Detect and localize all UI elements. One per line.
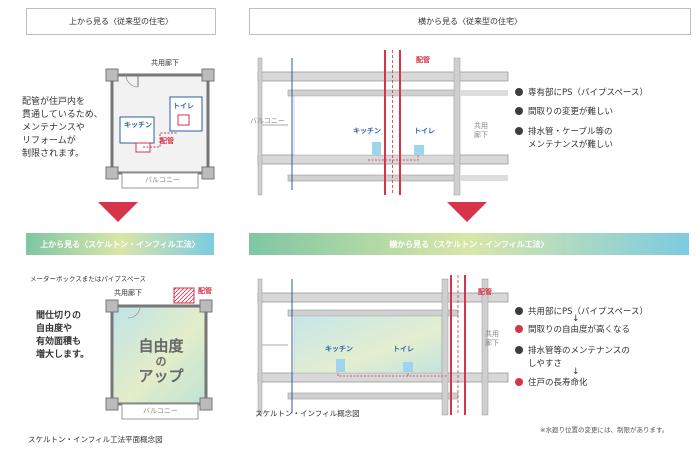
bullet-dot-icon xyxy=(515,307,523,315)
left-down-arrow-icon xyxy=(98,202,138,222)
bottom-left-band: 上から見る〈スケルトン・インフィル工法〉 xyxy=(26,233,214,255)
top-left-header: 上から見る〈従来型の住宅〉 xyxy=(26,8,216,35)
bullet-dot-icon xyxy=(515,346,523,354)
bottom-plan-diagram xyxy=(105,287,213,420)
bullet-dot-icon xyxy=(515,88,523,96)
bottom-plan-balcony-label: バルコニー xyxy=(143,407,178,415)
footnote: ※水廻り位置の変更には、制限があります。 xyxy=(540,426,669,434)
top-section-kitchen-label: キッチン xyxy=(353,127,381,135)
bottom-plan-meter-box-label: メーターボックスまたはパイプスペース xyxy=(30,275,147,283)
top-section-balcony-label: バルコニー xyxy=(250,117,285,125)
top-section-corridor-label: 共用 廊下 xyxy=(474,122,488,139)
top-plan-pipe-label: 配管 xyxy=(160,137,174,145)
bottom-section-caption: スケルトン・インフィル概念図 xyxy=(255,409,360,418)
bottom-plan-corridor-label: 共用廊下 xyxy=(114,289,142,297)
bottom-bullet-item: 排水管等のメンテナンスの xyxy=(515,345,630,358)
bottom-arrow-down-icon: ↓ xyxy=(572,314,580,324)
top-bullet-item: メンテナンスが難しい xyxy=(528,140,613,150)
top-plan-toilet-label: トイレ xyxy=(173,102,194,110)
bullet-dot-icon xyxy=(515,107,523,115)
bottom-right-band: 横から見る〈スケルトン・インフィル工法〉 xyxy=(249,233,689,255)
top-right-header: 横から見る〈従来型の住宅〉 xyxy=(249,8,691,35)
bottom-bullet-item: しやすさ xyxy=(528,359,562,369)
top-section-pipe-label: 配管 xyxy=(416,56,430,64)
top-left-description: 配管が住戸内を 貫通しているため、 メンテナンスや リフォームが 制限されます。 xyxy=(22,97,103,159)
bottom-plan-center-text: 自由度 の アップ xyxy=(138,337,184,385)
bullet-dot-icon xyxy=(515,378,523,386)
top-bullet-item: 専有部にPS（パイプスペース） xyxy=(515,87,648,100)
bullet-dot-icon xyxy=(515,325,523,333)
top-plan-diagram xyxy=(105,68,215,189)
bottom-bullet-item: 共用部にPS（パイプスペース） xyxy=(515,306,648,319)
bottom-left-description: 間仕切りの 自由度や 有効面積も 増大します。 xyxy=(36,311,90,360)
bottom-section-pipe-label: 配管 xyxy=(478,288,492,296)
bottom-plan-pipe-label: 配管 xyxy=(198,287,212,295)
top-section-diagram xyxy=(257,50,509,196)
bottom-section-corridor-label: 共用 廊下 xyxy=(485,330,499,347)
top-section-toilet-label: トイレ xyxy=(414,127,435,135)
top-bullet-item: 間取りの変更が難しい xyxy=(515,106,613,119)
bottom-arrow-down-icon: ↓ xyxy=(572,367,580,377)
bottom-section-diagram xyxy=(257,275,509,416)
bullet-dot-icon xyxy=(515,127,523,135)
top-plan-kitchen-label: キッチン xyxy=(124,121,152,129)
bottom-section-kitchen-label: キッチン xyxy=(325,345,353,353)
top-plan-corridor-label: 共用廊下 xyxy=(151,59,179,67)
top-bullet-item: 排水管・ケーブル等の xyxy=(515,126,613,139)
top-plan-balcony-label: バルコニー xyxy=(145,176,180,184)
bottom-bullet-item: 住戸の長寿命化 xyxy=(515,377,588,390)
bottom-section-toilet-label: トイレ xyxy=(393,345,414,353)
bottom-bullet-item: 間取りの自由度が高くなる xyxy=(515,324,630,337)
bottom-plan-caption: スケルトン・インフィル工法平面概念図 xyxy=(28,435,163,444)
right-down-arrow-icon xyxy=(447,202,487,222)
